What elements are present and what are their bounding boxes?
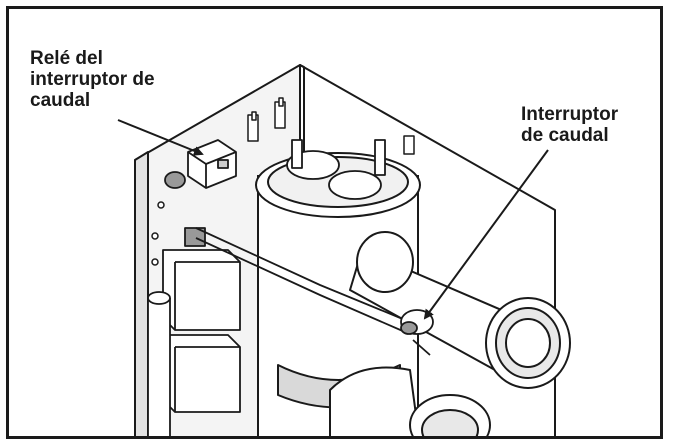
wall-screws: [151, 201, 165, 266]
element-caps: [286, 139, 386, 200]
lower-fittings: [329, 366, 491, 436]
relay-leader-arrow: [117, 119, 204, 156]
wall-connectors: [247, 97, 415, 155]
left-pipe: [147, 291, 171, 436]
flow-switch-label: Interruptor de caudal: [521, 104, 619, 146]
flow-switch-leader-arrow: [423, 149, 549, 320]
relay-label: Relé del interruptor de caudal: [30, 48, 155, 111]
outlet-pipe: [349, 231, 571, 389]
sensor-tube: [195, 227, 411, 333]
element-boxes: [162, 227, 241, 413]
